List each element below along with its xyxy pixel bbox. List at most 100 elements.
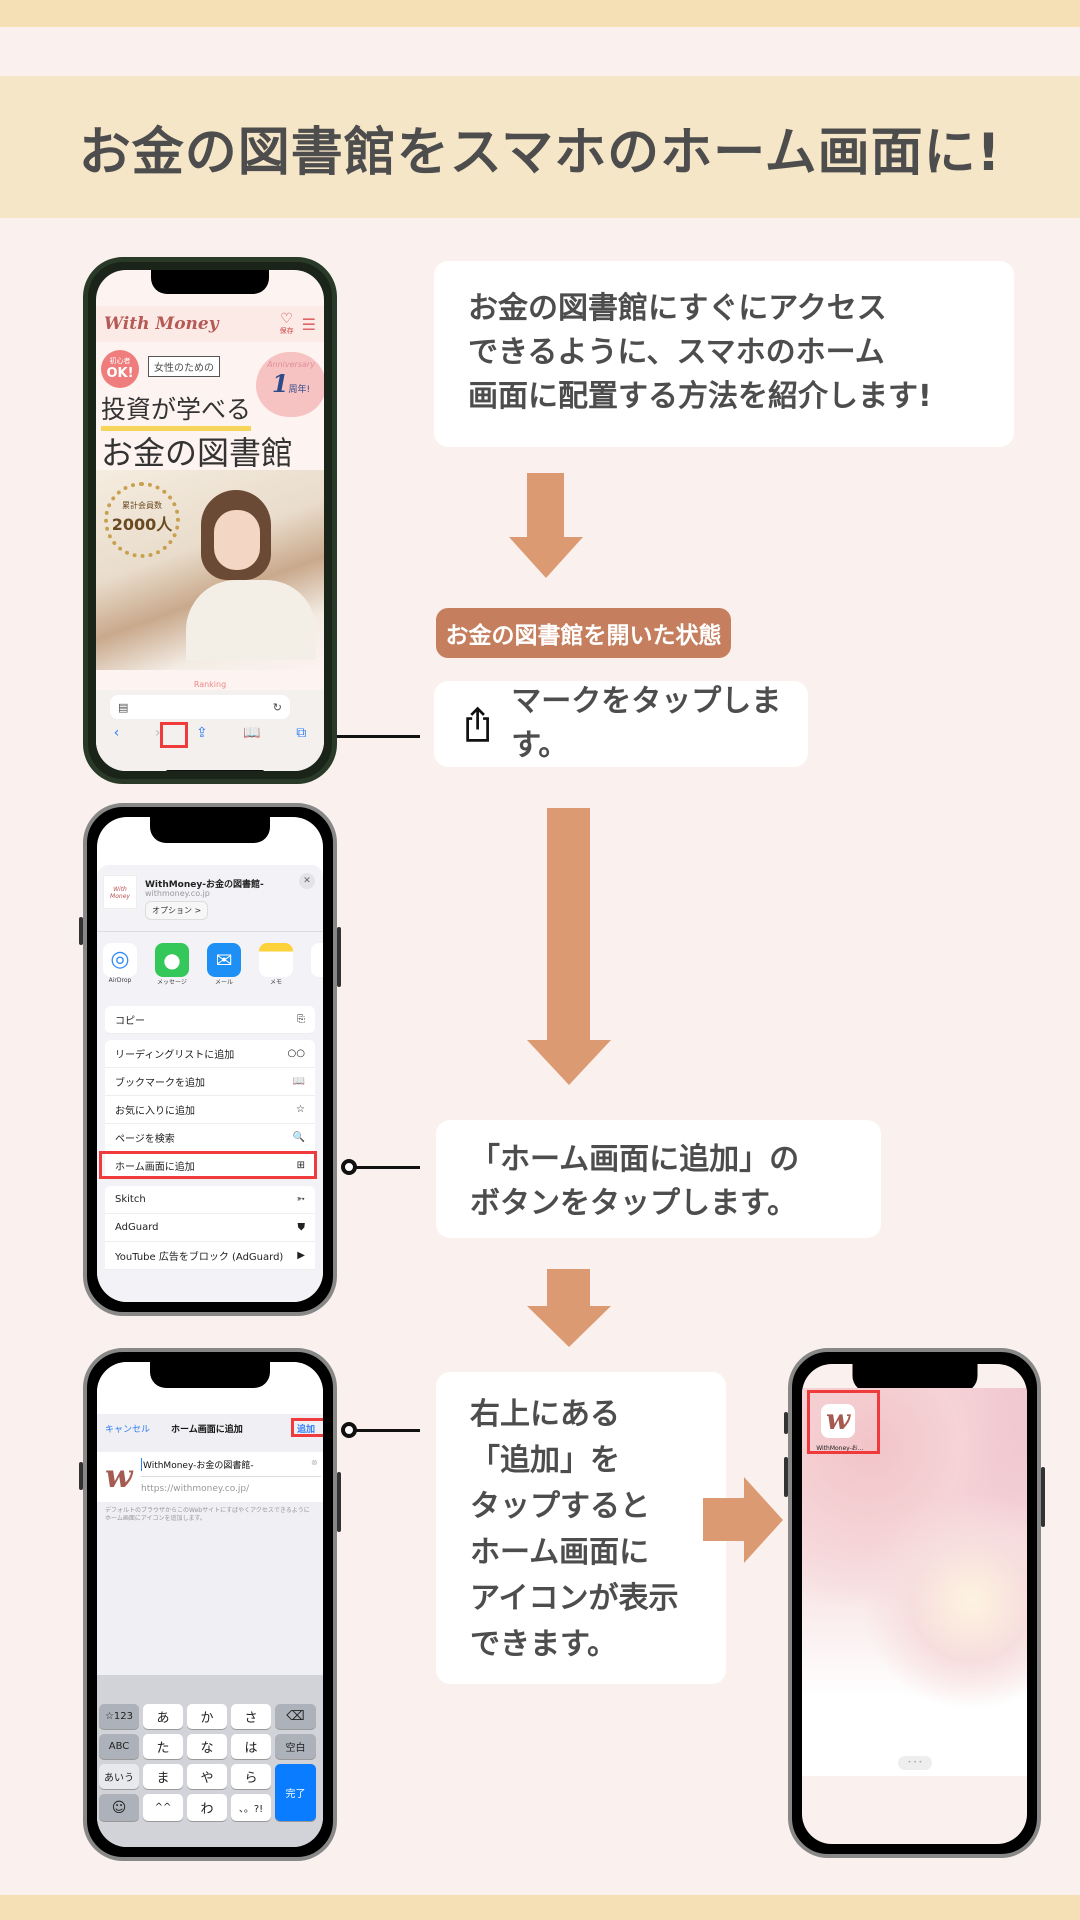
page-dots[interactable]: • • • — [898, 1756, 932, 1770]
key[interactable]: ま — [143, 1764, 183, 1789]
name-field[interactable]: WithMoney-お金の図書館- — [141, 1458, 254, 1471]
withmoney-logo: With Money — [104, 314, 219, 334]
sheet-title: ホーム画面に追加 — [171, 1425, 243, 1435]
url-field: https://withmoney.co.jp/ — [141, 1484, 250, 1494]
right-arrow-icon — [744, 1477, 783, 1563]
share-app-reminders[interactable]: リマ — [311, 943, 323, 986]
key[interactable]: は — [231, 1734, 271, 1759]
reminders-icon — [311, 943, 323, 977]
action-copy[interactable]: コピー⎘ — [105, 1006, 315, 1034]
step3-line: 「追加」を — [470, 1443, 620, 1478]
key[interactable]: わ — [187, 1794, 227, 1821]
site-title: WithMoney-お金の図書館- — [145, 880, 264, 890]
page-title: お金の図書館をスマホのホーム画面に! — [78, 122, 1002, 183]
share-app-messages[interactable]: ●メッセージ — [155, 943, 189, 986]
connector-line — [349, 1166, 420, 1169]
close-icon[interactable]: ✕ — [299, 873, 315, 889]
share-icon[interactable]: ⇪ — [196, 725, 208, 741]
skitch-icon: ➳ — [296, 1194, 305, 1205]
add-home-highlight — [99, 1151, 317, 1179]
heart-icon: ♡ — [280, 311, 293, 327]
shield-icon: ⛊ — [297, 1222, 306, 1233]
options-button[interactable]: オプション > — [145, 901, 209, 920]
key[interactable]: た — [143, 1734, 183, 1759]
play-icon: ▶ — [297, 1250, 305, 1261]
share-highlight — [160, 722, 188, 748]
app-highlight — [807, 1390, 880, 1454]
mail-icon: ✉ — [207, 943, 241, 977]
key[interactable]: あ — [143, 1704, 183, 1729]
share-icon — [466, 706, 489, 742]
headline-2: お金の図書館 — [101, 434, 294, 472]
key[interactable]: ^^ — [143, 1794, 183, 1821]
share-app-airdrop[interactable]: ◎AirDrop — [103, 943, 137, 986]
page-icon: ▤ — [118, 700, 129, 714]
down-arrow-icon — [509, 537, 583, 578]
clear-icon[interactable]: ⊗ — [311, 1458, 318, 1467]
key[interactable]: あいう — [99, 1764, 139, 1789]
address-bar[interactable]: ▤↻ — [110, 695, 290, 719]
key[interactable]: ABC — [99, 1734, 139, 1759]
step1-box: マークをタップします。 — [434, 681, 808, 767]
key[interactable]: か — [187, 1704, 227, 1729]
action-adguard[interactable]: AdGuard⛊ — [105, 1214, 315, 1242]
step3-line: できます。 — [470, 1627, 617, 1662]
find-icon: 🔍 — [292, 1132, 305, 1143]
key[interactable]: 、。?! — [231, 1794, 271, 1821]
action-bookmark[interactable]: ブックマークを追加📖 — [105, 1068, 315, 1096]
tabs-icon[interactable]: ⧉ — [296, 725, 307, 741]
bookmarks-icon[interactable]: 📖 — [243, 725, 261, 741]
intro-line: 画面に配置する方法を紹介します! — [468, 379, 932, 414]
copy-icon: ⎘ — [297, 1014, 305, 1025]
withmoney-app-icon[interactable]: w — [821, 1404, 855, 1438]
step1-text: マークをタップします。 — [511, 684, 782, 763]
site-url: withmoney.co.jp — [145, 889, 210, 898]
reload-icon[interactable]: ↻ — [272, 700, 282, 714]
step3-line: 右上にある — [470, 1397, 620, 1432]
action-youtube-block[interactable]: YouTube 広告をブロック (AdGuard)▶ — [105, 1242, 315, 1270]
save-button[interactable]: ♡保存 — [280, 312, 294, 336]
step3-box: 右上にある 「追加」を タップすると ホーム画面に アイコンが表示 できます。 — [436, 1372, 726, 1684]
add-button[interactable]: 追加 — [297, 1425, 316, 1435]
hero-photo — [96, 470, 324, 670]
step3-line: アイコンが表示 — [470, 1581, 679, 1616]
notes-icon — [259, 943, 293, 977]
down-arrow-icon — [527, 1040, 611, 1085]
action-reading-list[interactable]: リーディングリストに追加○○ — [105, 1040, 315, 1068]
share-app-notes[interactable]: メモ — [259, 943, 293, 986]
cancel-button[interactable]: キャンセル — [105, 1425, 151, 1435]
save-label: 保存 — [279, 327, 294, 335]
intro-line: お金の図書館にすぐにアクセス — [468, 291, 887, 326]
key[interactable]: ☆123 — [99, 1704, 139, 1729]
key[interactable]: や — [187, 1764, 227, 1789]
forward-icon[interactable]: › — [154, 725, 161, 741]
top-band — [0, 0, 1080, 27]
done-key[interactable]: 完了 — [275, 1764, 316, 1821]
key[interactable]: な — [187, 1734, 227, 1759]
backspace-key[interactable]: ⌫ — [275, 1704, 316, 1729]
share-app-mail[interactable]: ✉メール — [207, 943, 241, 986]
key[interactable]: ら — [231, 1764, 271, 1789]
book-icon: 📖 — [292, 1076, 305, 1087]
phone-add-to-home: キャンセル ホーム画面に追加 追加 w WithMoney-お金の図書館- ⊗ … — [79, 1348, 341, 1861]
space-key[interactable]: 空白 — [275, 1734, 316, 1759]
ranking-label: Ranking — [193, 680, 227, 689]
action-find[interactable]: ページを検索🔍 — [105, 1124, 315, 1152]
headline-1: 投資が学べる — [101, 390, 252, 431]
intro-box: お金の図書館にすぐにアクセス できるように、スマホのホーム 画面に配置する方法を… — [434, 261, 1014, 447]
intro-line: できるように、スマホのホーム — [468, 335, 885, 370]
step2-line: ボタンをタップします。 — [470, 1186, 797, 1221]
phone-home-screen: w WithMoney-お… • • • — [784, 1348, 1045, 1858]
action-favorite[interactable]: お気に入りに追加☆ — [105, 1096, 315, 1124]
back-icon[interactable]: ‹ — [113, 725, 120, 741]
down-arrow-shaft — [527, 473, 564, 537]
phone-share-sheet: With Money WithMoney-お金の図書館- withmoney.c… — [79, 803, 341, 1316]
menu-icon[interactable]: ☰ — [301, 314, 316, 334]
key[interactable]: さ — [231, 1704, 271, 1729]
emoji-key[interactable]: ☺ — [99, 1794, 139, 1821]
action-skitch[interactable]: Skitch➳ — [105, 1186, 315, 1214]
action-add-to-home[interactable]: ホーム画面に追加⊞ — [105, 1152, 315, 1180]
